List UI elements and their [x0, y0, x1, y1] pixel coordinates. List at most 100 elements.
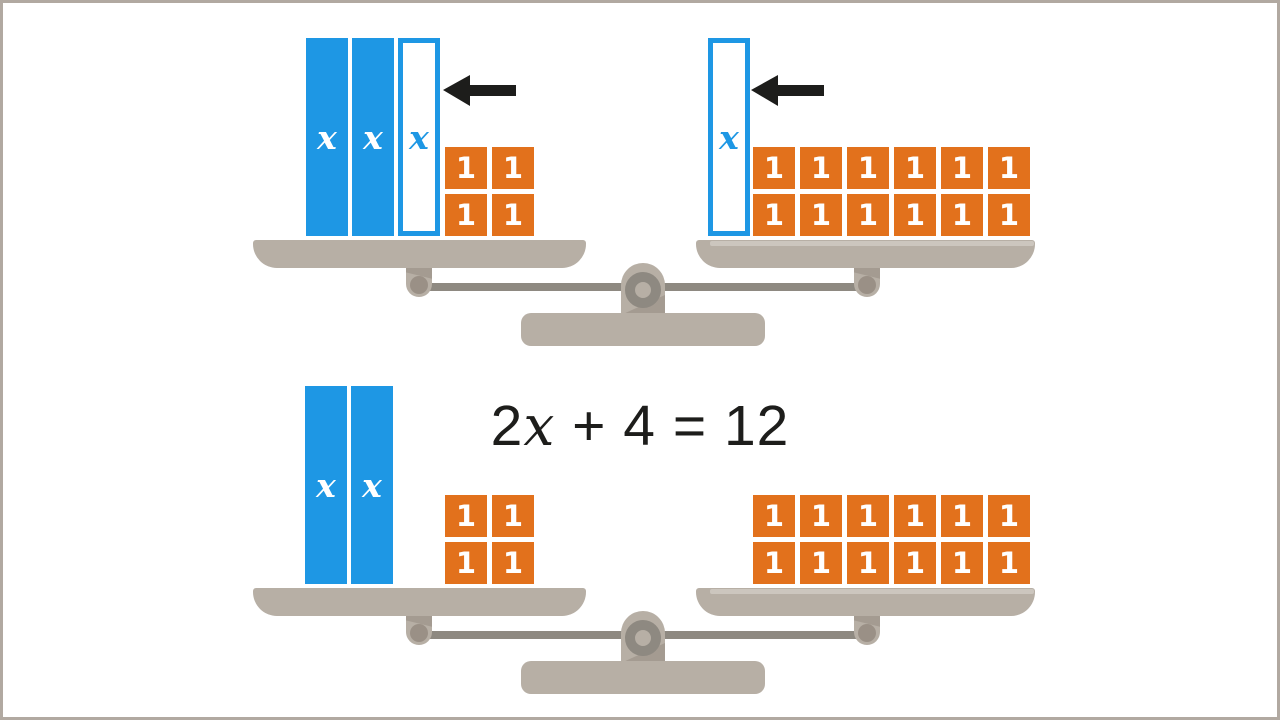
equation-coefficient: 2 [490, 394, 524, 458]
unit-tile-label: 1 [810, 198, 832, 232]
unit-tile-label: 1 [763, 546, 785, 580]
unit-tile-label: 1 [857, 198, 879, 232]
unit-tile: 1 [847, 147, 889, 189]
right-pan-hinge [854, 266, 880, 297]
unit-tile: 1 [800, 147, 842, 189]
unit-tile: 1 [941, 542, 983, 584]
unit-tile-label: 1 [455, 546, 477, 580]
unit-tile-label: 1 [763, 198, 785, 232]
unit-tile-label: 1 [998, 198, 1020, 232]
unit-tile-label: 1 [998, 151, 1020, 185]
unit-tile: 1 [753, 542, 795, 584]
pivot-ring [625, 620, 661, 656]
arrow-head [443, 75, 470, 106]
unit-tile-label: 1 [857, 499, 879, 533]
unit-tile-label: 1 [763, 151, 785, 185]
unit-tile: 1 [800, 194, 842, 236]
unit-tile: 1 [847, 194, 889, 236]
unit-tile-label: 1 [502, 546, 524, 580]
unit-tile-label: 1 [455, 198, 477, 232]
unit-tile: 1 [445, 194, 487, 236]
unit-tile-label: 1 [810, 499, 832, 533]
right-pan [696, 240, 1035, 268]
unit-tile: 1 [894, 147, 936, 189]
right-pan-hinge [854, 614, 880, 645]
unit-tile: 1 [445, 147, 487, 189]
left-arrow-icon [751, 75, 824, 106]
unit-tile-label: 1 [951, 151, 973, 185]
x-bars-group: x [708, 38, 750, 236]
arrow-head [751, 75, 778, 106]
unit-tile: 1 [847, 542, 889, 584]
unit-tile-label: 1 [455, 499, 477, 533]
unit-tile: 1 [800, 542, 842, 584]
unit-tile: 1 [753, 194, 795, 236]
unit-tile-label: 1 [857, 546, 879, 580]
x-bar-label: x [719, 117, 739, 157]
equation-variable: x [523, 394, 556, 458]
unit-tile-label: 1 [904, 198, 926, 232]
unit-tile: 1 [753, 147, 795, 189]
unit-tile: 1 [894, 495, 936, 537]
scale-pivot [621, 611, 665, 663]
unit-tile-label: 1 [998, 546, 1020, 580]
x-bar-solid: x [306, 38, 348, 236]
pivot-ring [625, 272, 661, 308]
unit-tile-label: 1 [455, 151, 477, 185]
unit-tile: 1 [988, 194, 1030, 236]
unit-tile-label: 1 [810, 546, 832, 580]
equation-label: 2x + 4 = 12 [3, 394, 1277, 458]
x-bar-solid: x [351, 386, 393, 584]
unit-tile-label: 1 [904, 546, 926, 580]
equation-remainder: + 4 = 12 [555, 394, 790, 458]
x-bar-solid: x [352, 38, 394, 236]
x-bar-solid: x [305, 386, 347, 584]
scale-pivot [621, 263, 665, 315]
x-bar-label: x [362, 465, 382, 505]
left-pan [253, 588, 586, 616]
arrow-shaft [776, 85, 824, 96]
unit-tile-label: 1 [810, 151, 832, 185]
unit-tile-label: 1 [502, 499, 524, 533]
unit-tile: 1 [753, 495, 795, 537]
unit-tile-label: 1 [904, 151, 926, 185]
x-bar-label: x [409, 117, 429, 157]
unit-tile: 1 [492, 194, 534, 236]
left-pan [253, 240, 586, 268]
unit-tile-label: 1 [904, 499, 926, 533]
unit-tile: 1 [894, 542, 936, 584]
unit-tile-label: 1 [998, 499, 1020, 533]
unit-tile-label: 1 [763, 499, 785, 533]
unit-tile: 1 [445, 495, 487, 537]
unit-tile-label: 1 [502, 151, 524, 185]
x-bar-label: x [316, 465, 336, 505]
scale-base [521, 313, 765, 346]
unit-tile: 1 [492, 147, 534, 189]
x-bar-outlined: x [398, 38, 440, 236]
unit-tile-label: 1 [951, 546, 973, 580]
unit-tile-label: 1 [857, 151, 879, 185]
unit-tile: 1 [847, 495, 889, 537]
unit-tile: 1 [988, 495, 1030, 537]
x-bar-outlined: x [708, 38, 750, 236]
unit-tile: 1 [941, 194, 983, 236]
unit-tile-label: 1 [951, 499, 973, 533]
unit-tile-label: 1 [951, 198, 973, 232]
left-pan-hinge [406, 266, 432, 297]
unit-tile: 1 [492, 495, 534, 537]
right-pan [696, 588, 1035, 616]
arrow-shaft [468, 85, 516, 96]
unit-tile: 1 [800, 495, 842, 537]
unit-tile: 1 [492, 542, 534, 584]
scale-base [521, 661, 765, 694]
unit-tile: 1 [445, 542, 487, 584]
unit-tile-label: 1 [502, 198, 524, 232]
left-arrow-icon [443, 75, 516, 106]
